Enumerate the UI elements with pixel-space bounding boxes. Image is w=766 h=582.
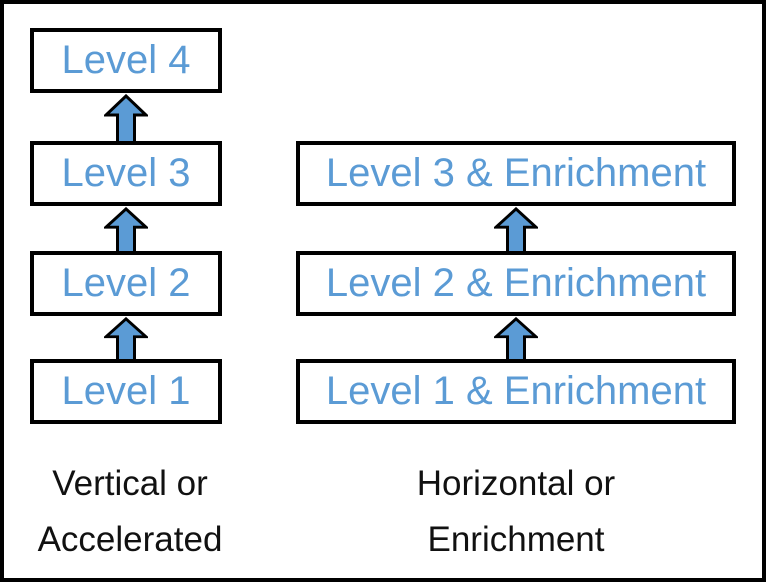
up-arrow-icon <box>104 317 148 364</box>
caption-line: Accelerated <box>37 520 223 559</box>
up-arrow-icon <box>104 207 148 255</box>
right-box-level-1-enrichment: Level 1 & Enrichment <box>296 359 736 424</box>
caption-line: Horizontal or <box>416 464 616 503</box>
caption-line: Vertical or <box>52 464 208 503</box>
right-box-level-3-enrichment: Level 3 & Enrichment <box>296 141 736 206</box>
left-box-level-3: Level 3 <box>30 141 222 206</box>
up-arrow-icon <box>104 94 148 144</box>
caption-line: Enrichment <box>427 520 605 559</box>
left-box-level-4: Level 4 <box>30 28 222 93</box>
left-caption: Vertical or Accelerated <box>4 456 256 568</box>
right-box-level-2-enrichment: Level 2 & Enrichment <box>296 251 736 316</box>
left-box-level-1: Level 1 <box>30 359 222 424</box>
up-arrow-icon <box>494 317 538 364</box>
right-caption: Horizontal or Enrichment <box>296 456 736 568</box>
left-box-level-2: Level 2 <box>30 251 222 316</box>
up-arrow-icon <box>494 207 538 255</box>
